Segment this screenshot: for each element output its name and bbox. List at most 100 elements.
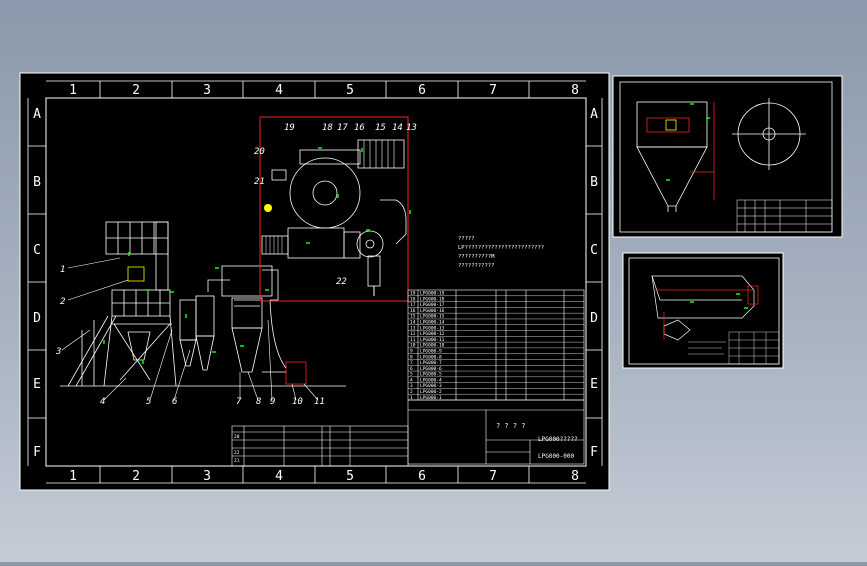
callout-11: 11 bbox=[314, 397, 325, 407]
callout-6: 6 bbox=[172, 397, 177, 407]
note-line-3: ??????????? bbox=[458, 263, 494, 269]
main-sheet: 1 2 3 4 5 6 7 8 1 2 3 4 5 6 7 8 A B C D … bbox=[19, 72, 610, 491]
note-line-2: ??????????M bbox=[458, 254, 495, 260]
col-number-3: 3 bbox=[203, 83, 211, 98]
row-letter-a: A bbox=[33, 107, 41, 122]
row-letter-b: B bbox=[33, 175, 41, 190]
col-number-1-bottom: 1 bbox=[69, 469, 77, 484]
row-letter-b-right: B bbox=[590, 175, 598, 190]
parts-row-code: LPG000-12 bbox=[420, 331, 445, 337]
title-block-drawing-no-1: LPG000????? bbox=[538, 436, 578, 443]
parts-row-number: 2 bbox=[410, 389, 413, 395]
row-letter-c: C bbox=[33, 243, 41, 258]
parts-row-number: 10 bbox=[410, 343, 416, 349]
main-sheet-background bbox=[19, 72, 610, 491]
parts-row-code: LPG000-8 bbox=[420, 354, 442, 360]
parts-row-code: LPG000-14 bbox=[420, 320, 445, 326]
row-letter-d: D bbox=[33, 311, 41, 326]
parts-row-number: 1 bbox=[410, 395, 413, 401]
col-number-1: 1 bbox=[69, 83, 77, 98]
parts-row-number: 8 bbox=[410, 354, 413, 360]
parts-row-number: 6 bbox=[410, 366, 413, 372]
parts-row-code: LPG000-11 bbox=[420, 337, 445, 343]
col-number-4: 4 bbox=[275, 83, 283, 98]
dryer-assembly bbox=[259, 116, 409, 302]
callout-5: 5 bbox=[146, 397, 151, 407]
parts-row-number: 18 bbox=[410, 296, 416, 302]
parts-row-code: LPG000-17 bbox=[420, 302, 445, 308]
note-line-1: LP???????????????????????? bbox=[458, 245, 544, 251]
parts-row-code: LPG000-5 bbox=[420, 372, 442, 378]
parts-row-number: 7 bbox=[410, 360, 413, 366]
parts-row-code: LPG000-3 bbox=[420, 383, 442, 389]
cyclone-group bbox=[179, 265, 307, 385]
parts-row-code: LPG000-16 bbox=[420, 308, 445, 314]
parts-row-code: LPG000-10 bbox=[420, 343, 445, 349]
title-block bbox=[407, 399, 585, 465]
detail-sheet-cyclone bbox=[612, 75, 843, 238]
callout-2: 2 bbox=[60, 297, 65, 307]
callout-21: 21 bbox=[254, 177, 265, 187]
parts-row-code: LPG000-6 bbox=[420, 366, 442, 372]
col-number-4-bottom: 4 bbox=[275, 469, 283, 484]
title-block-title: ? ? ? ? bbox=[496, 422, 526, 430]
callout-17: 17 bbox=[337, 123, 348, 133]
callout-20: 20 bbox=[254, 147, 265, 157]
note-heading: ????? bbox=[458, 236, 475, 242]
title-block-drawing-no-2: LPG000-000 bbox=[538, 453, 575, 460]
row-letter-d-right: D bbox=[590, 311, 598, 326]
callout-8: 8 bbox=[256, 397, 261, 407]
callout-19: 19 bbox=[284, 123, 295, 133]
parts-row-number: 16 bbox=[410, 308, 416, 314]
callout-22: 22 bbox=[336, 277, 347, 287]
parts-row-number: 5 bbox=[410, 372, 413, 378]
parts-row-code: LPG000-7 bbox=[420, 360, 442, 366]
col-number-7-bottom: 7 bbox=[489, 469, 497, 484]
parts-row-number: 3 bbox=[410, 383, 413, 389]
callout-4: 4 bbox=[100, 397, 105, 407]
col-number-2: 2 bbox=[132, 83, 140, 98]
col-number-8-bottom: 8 bbox=[571, 469, 579, 484]
parts-row-number: 4 bbox=[410, 377, 413, 383]
parts-row-code: LPG000-2 bbox=[420, 389, 442, 395]
row-letter-f: F bbox=[33, 445, 41, 460]
bottom-row-21: 21 bbox=[234, 458, 240, 464]
parts-row-code: LPG000-1 bbox=[420, 395, 442, 401]
row-letter-e-right: E bbox=[590, 377, 598, 392]
callout-15: 15 bbox=[375, 123, 386, 133]
col-number-2-bottom: 2 bbox=[132, 469, 140, 484]
callout-3: 3 bbox=[55, 347, 61, 357]
parts-row-code: LPG000-9 bbox=[420, 348, 442, 354]
row-letter-f-right: F bbox=[590, 445, 598, 460]
parts-row-code: LPG000-19 bbox=[420, 291, 445, 297]
parts-row-number: 9 bbox=[410, 348, 413, 354]
col-number-5-bottom: 5 bbox=[346, 469, 354, 484]
col-number-7: 7 bbox=[489, 83, 497, 98]
parts-row-number: 13 bbox=[410, 325, 416, 331]
parts-row-number: 17 bbox=[410, 302, 416, 308]
bottom-row-20: 20 bbox=[234, 434, 240, 440]
callout-13: 13 bbox=[406, 123, 417, 133]
col-number-6: 6 bbox=[418, 83, 426, 98]
col-number-5: 5 bbox=[346, 83, 354, 98]
row-letter-c-right: C bbox=[590, 243, 598, 258]
parts-row-number: 19 bbox=[410, 291, 416, 297]
parts-row-code: LPG000-4 bbox=[420, 377, 442, 383]
callout-14: 14 bbox=[392, 123, 403, 133]
detail-sheet-duct bbox=[622, 252, 784, 369]
parts-row-number: 14 bbox=[410, 320, 416, 326]
col-number-3-bottom: 3 bbox=[203, 469, 211, 484]
callout-7: 7 bbox=[236, 397, 242, 407]
col-number-8: 8 bbox=[571, 83, 579, 98]
parts-row-number: 15 bbox=[410, 314, 416, 320]
bottom-row-22: 22 bbox=[234, 450, 240, 456]
callout-16: 16 bbox=[354, 123, 365, 133]
callout-18: 18 bbox=[322, 123, 333, 133]
callout-9: 9 bbox=[270, 397, 275, 407]
parts-row-code: LPG000-18 bbox=[420, 296, 445, 302]
col-number-6-bottom: 6 bbox=[418, 469, 426, 484]
row-letter-e: E bbox=[33, 377, 41, 392]
parts-row-number: 11 bbox=[410, 337, 416, 343]
